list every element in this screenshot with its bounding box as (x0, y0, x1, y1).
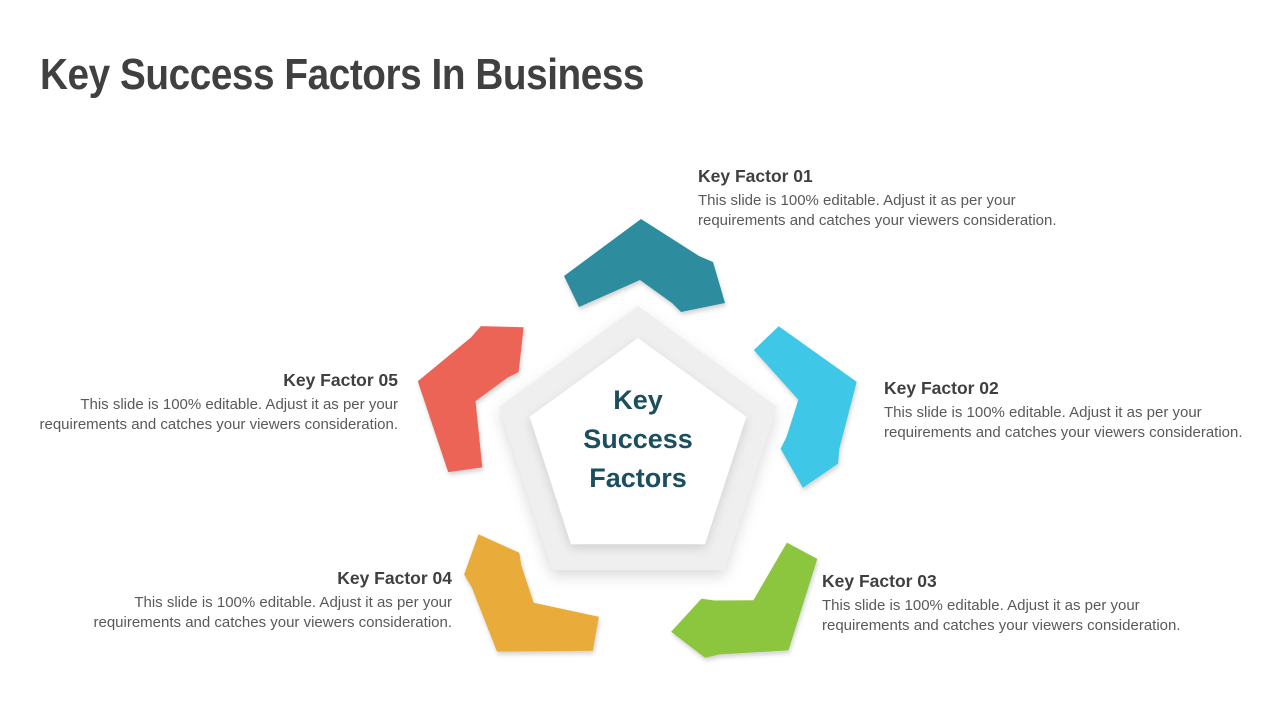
center-label-line: Factors (589, 463, 687, 493)
factor-02-description: This slide is 100% editable. Adjust it a… (884, 404, 1243, 441)
center-label-line: Success (583, 424, 693, 454)
factor-03-description: This slide is 100% editable. Adjust it a… (822, 597, 1181, 634)
factor-04-description: This slide is 100% editable. Adjust it a… (93, 594, 452, 631)
cycle-arrow-04 (464, 534, 599, 652)
factor-03-title: Key Factor 03 (822, 571, 937, 591)
factor-05-description: This slide is 100% editable. Adjust it a… (39, 396, 398, 433)
cycle-arrow-05 (417, 326, 524, 473)
factor-02-title: Key Factor 02 (884, 378, 999, 398)
factor-block-02: Key Factor 02 This slide is 100% editabl… (884, 378, 1248, 442)
center-label-line: Key (613, 385, 663, 415)
cycle-arrow-01 (564, 219, 725, 312)
factor-01-description: This slide is 100% editable. Adjust it a… (698, 192, 1057, 229)
slide-title: Key Success Factors In Business (40, 50, 645, 99)
factor-04-title: Key Factor 04 (337, 568, 452, 588)
factor-block-04: Key Factor 04 This slide is 100% editabl… (88, 568, 452, 632)
factor-01-title: Key Factor 01 (698, 166, 813, 186)
factor-block-05: Key Factor 05 This slide is 100% editabl… (34, 370, 398, 434)
factor-05-title: Key Factor 05 (283, 370, 398, 390)
factor-block-01: Key Factor 01 This slide is 100% editabl… (698, 166, 1062, 230)
cycle-arrow-02 (753, 326, 857, 488)
pentagon-center-label: Key Success Factors (518, 381, 758, 498)
pentagon-inner (529, 338, 747, 545)
factor-block-03: Key Factor 03 This slide is 100% editabl… (822, 571, 1186, 635)
cycle-arrow-03 (671, 542, 818, 658)
